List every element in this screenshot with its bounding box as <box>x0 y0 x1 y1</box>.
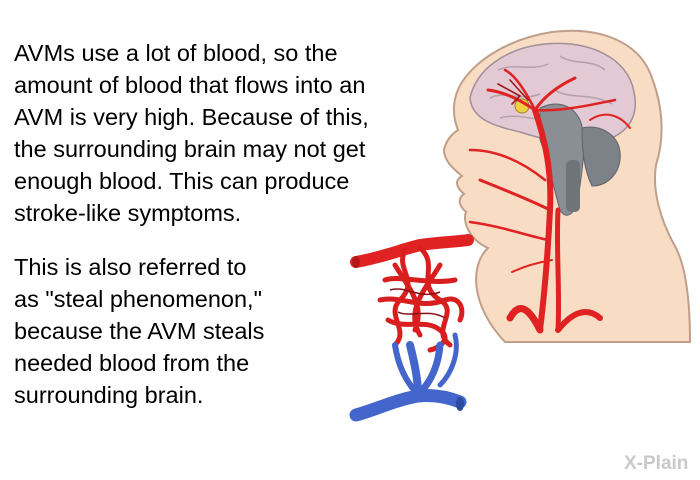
text-line: enough blood. This can produce <box>14 168 350 194</box>
text-line: AVMs use a lot of blood, so the <box>14 40 338 66</box>
watermark-text: X-Plain <box>624 453 688 474</box>
text-line: This is also referred to <box>14 254 247 280</box>
x-plain-watermark: X-Plain <box>624 453 688 474</box>
text-line: AVM is very high. Because of this, <box>14 104 369 130</box>
paragraph-avm-blood-flow: AVMs use a lot of blood, so the amount o… <box>14 37 369 229</box>
text-line: amount of blood that flows into an <box>14 72 366 98</box>
text-line: because the AVM steals <box>14 318 265 344</box>
text-line: the surrounding brain may not get <box>14 136 366 162</box>
paragraph-steal-phenomenon: This is also referred to as "steal pheno… <box>14 251 264 411</box>
text-line: needed blood from the <box>14 350 250 376</box>
text-line: surrounding brain. <box>14 382 204 408</box>
text-line: as "steal phenomenon," <box>14 286 262 312</box>
text-line: stroke-like symptoms. <box>14 200 242 226</box>
